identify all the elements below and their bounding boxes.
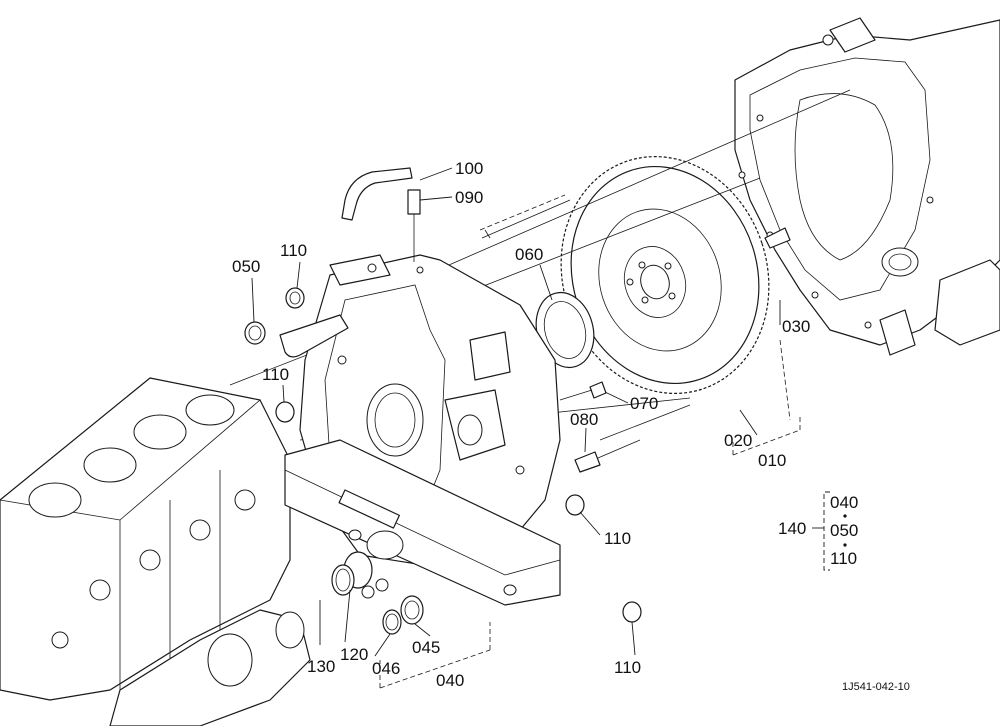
seal-rings: [331, 551, 424, 635]
callout-040: 040: [436, 671, 464, 690]
callout-130: 130: [307, 657, 335, 676]
flywheel-housing: [284, 254, 561, 606]
transmission-housing: [734, 17, 1000, 356]
callout-030: 030: [782, 317, 810, 336]
callout-020: 020: [724, 431, 752, 450]
kit-item-110: 110: [830, 549, 857, 568]
callout-010: 010: [758, 451, 786, 470]
plugs: [244, 287, 642, 623]
breather-hose: [279, 167, 421, 358]
callout-110-mid: 110: [604, 529, 631, 548]
kit-item-040: 040: [830, 493, 858, 512]
callout-110-top: 110: [280, 241, 307, 260]
oil-seal: [535, 291, 595, 369]
callout-080: 080: [570, 410, 598, 429]
callout-060: 060: [515, 245, 543, 264]
kit-label-140: 140: [778, 519, 806, 538]
bolts: [559, 227, 791, 473]
flywheel: [560, 156, 770, 394]
callout-labels: 100 090 110 050 060 110 030 070 080 020 …: [232, 159, 910, 693]
callout-090: 090: [455, 188, 483, 207]
callout-045: 045: [412, 638, 440, 657]
callout-050: 050: [232, 257, 260, 276]
callout-100: 100: [455, 159, 483, 178]
callout-070: 070: [630, 394, 658, 413]
callout-110-left: 110: [262, 365, 289, 384]
engine-block: [0, 377, 311, 726]
kit-item-050: 050: [830, 521, 858, 540]
callout-110-bottom: 110: [614, 658, 641, 677]
callout-120: 120: [340, 645, 368, 664]
kit-bracket: [812, 491, 847, 571]
drawing-reference-code: 1J541-042-10: [842, 681, 910, 693]
leader-lines: [251, 167, 801, 689]
callout-046: 046: [372, 659, 400, 678]
